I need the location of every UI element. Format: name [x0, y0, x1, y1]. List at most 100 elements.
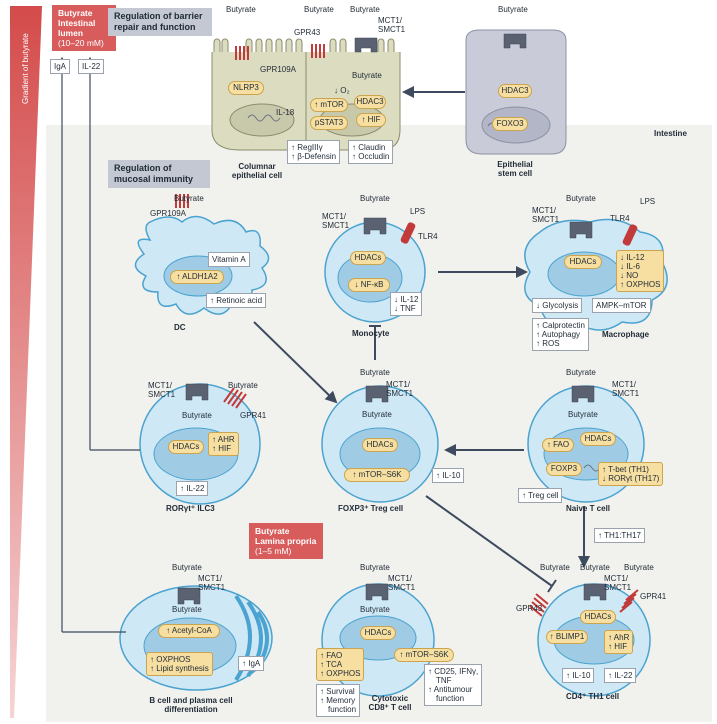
cd8-metab: ↑ FAO ↑ TCA ↑ OXPHOS [316, 648, 365, 681]
barrier-title-line1: Regulation of barrier [114, 11, 203, 21]
col-inner-butyrate: Butyrate [352, 71, 382, 80]
cd4-smct1: SMCT1 [604, 583, 632, 592]
cd4-il10: ↑ IL-10 [562, 668, 595, 683]
mac-mct1: MCT1/ [532, 206, 556, 215]
naive-smct1: SMCT1 [612, 389, 640, 398]
col-gpr109a: GPR109A [260, 65, 297, 74]
mac-il12: ↓ IL-12 [620, 253, 645, 262]
naive-hdacs: HDACs [580, 432, 616, 446]
cd8-hdacs: HDACs [360, 626, 396, 640]
bcell-mct1: MCT1/ [198, 574, 222, 583]
cd8-memory: ↑ Memory [320, 696, 356, 705]
mac-il6: ↓ IL-6 [620, 262, 641, 271]
dc-vitamin: Vitamin A [208, 252, 250, 267]
cd4-butyrate-left: Butyrate [540, 563, 570, 572]
mac-calpro-box: ↑ Calprotectin ↑ Autophagy ↑ ROS [532, 318, 589, 351]
col-mct1: MCT1/ [378, 16, 402, 25]
naive-label: Naive T cell [566, 504, 611, 513]
naive-fao: ↑ FAO [542, 438, 574, 452]
columnar-epithelium [211, 38, 401, 151]
naive-inner-butyrate: Butyrate [568, 410, 598, 419]
mono-cytokines: ↓ IL-12 ↓ TNF [390, 292, 423, 316]
stem-label: Epithelial stem cell [480, 160, 550, 178]
cd8-butyrate-top: Butyrate [360, 563, 390, 572]
lamina-line1: Butyrate [255, 526, 290, 536]
dc-label: DC [174, 323, 186, 332]
stem-foxo3: FOXO3 [492, 117, 528, 131]
col-claudin-box: ↑ Claudin ↑ Occludin [348, 140, 394, 164]
col-claudin-line1: ↑ Claudin [352, 143, 386, 152]
stem-butyrate: Butyrate [498, 5, 528, 14]
cd8-antitumour: ↑ Antitumour [428, 685, 473, 694]
treg-mtor: ↑ mTOR–S6K [344, 468, 410, 482]
cd8-cd25: ↑ CD25, IFNγ, [428, 667, 479, 676]
naive-rorgt: ↓ RORγt (TH17) [602, 474, 660, 483]
cd8-tca: ↑ TCA [320, 660, 343, 669]
cd8-label-line1: Cytotoxic [371, 694, 409, 703]
col-pstat3: pSTAT3 [310, 116, 348, 130]
naive-mct1: MCT1/ [612, 380, 636, 389]
ilc3-ahr: ↑ AHR [212, 435, 235, 444]
cd8-tnf: TNF [436, 676, 452, 685]
mac-cytokines: ↓ IL-12 ↓ IL-6 ↓ NO ↑ OXPHOS [616, 250, 665, 292]
ilc3-mct1: MCT1/ [148, 381, 172, 390]
col-reg-line1: ↑ RegIIIγ [291, 143, 323, 152]
mac-label: Macrophage [602, 330, 650, 339]
bcell-label-line1: B cell and plasma cell [149, 696, 233, 705]
cd4-mct1: MCT1/ [604, 574, 628, 583]
col-o2: ↓ O₂ [334, 86, 350, 95]
ilc3-gpr41: GPR41 [240, 411, 267, 420]
ilc3-smct1: SMCT1 [148, 390, 176, 399]
mono-hdacs: HDACs [350, 251, 386, 265]
mono-nfkb: ↓ NF-κB [348, 278, 390, 292]
col-claudin-line2: ↑ Occludin [352, 152, 390, 161]
ilc3-label: RORγt⁺ ILC3 [166, 504, 215, 513]
mono-lps: LPS [410, 207, 426, 216]
ilc3-il22: ↑ IL-22 [176, 481, 209, 496]
cd4-ahr-box: ↑ AhR ↑ HIF [604, 630, 634, 654]
cd4-blimp1: ↑ BLIMP1 [546, 630, 588, 644]
lumen-line3: lumen [58, 28, 84, 38]
cd8-label: Cytotoxic CD8⁺ T cell [362, 694, 418, 712]
col-nlrp3: NLRP3 [228, 81, 264, 95]
mac-autophagy: ↑ Autophagy [536, 330, 581, 339]
bcell-label: B cell and plasma cell differentiation [136, 696, 246, 714]
mac-oxphos: ↑ OXPHOS [620, 280, 661, 289]
barrier-title-line2: repair and function [114, 22, 196, 32]
cd8-survival-box: ↑ Survival ↑ Memory function [316, 684, 361, 717]
immunity-header: Regulation of mucosal immunity [108, 160, 210, 188]
col-label-line2: epithelial cell [231, 171, 283, 180]
cd8-mct1: MCT1/ [388, 574, 412, 583]
cd4-butyrate-mid: Butyrate [580, 563, 610, 572]
immunity-title-line2: mucosal immunity [114, 174, 194, 184]
mac-ros: ↑ ROS [536, 339, 560, 348]
mac-smct1: SMCT1 [532, 215, 560, 224]
lumen-label: Butyrate Intestinal lumen (10–20 mM) [52, 5, 116, 51]
cd4-hdacs: HDACs [580, 610, 616, 624]
bcell-acetyl: ↑ Acetyl-CoA [158, 624, 220, 638]
mac-hdacs: HDACs [564, 255, 602, 269]
col-reg-line2: ↑ β-Defensin [291, 152, 337, 161]
cd8-survival: ↑ Survival [320, 687, 355, 696]
arrows [58, 56, 590, 633]
mac-butyrate: Butyrate [566, 194, 596, 203]
mono-il12: ↓ IL-12 [394, 295, 419, 304]
naive-tbet: ↑ T-bet (TH1) [602, 465, 649, 474]
col-butyrate-left: Butyrate [226, 5, 256, 14]
mac-glycolysis: ↓ Glycolysis [532, 298, 583, 313]
barrier-header: Regulation of barrier repair and functio… [108, 8, 212, 36]
ilc3-butyrate-top: Butyrate [228, 381, 258, 390]
cd8-function: function [328, 705, 357, 714]
bcell-iga: ↑ IgA [238, 656, 265, 671]
col-gpr43: GPR43 [294, 28, 321, 37]
cd4-butyrate-right: Butyrate [624, 563, 654, 572]
mac-no: ↓ NO [620, 271, 639, 280]
lumen-range: (10–20 mM) [58, 38, 104, 48]
mono-smct1: SMCT1 [322, 221, 350, 230]
treg-mct1: MCT1/ [386, 380, 410, 389]
mono-tlr4: TLR4 [418, 232, 438, 241]
naive-butyrate-top: Butyrate [566, 368, 596, 377]
mac-lps: LPS [640, 197, 656, 206]
tlr4-icons [400, 222, 638, 246]
